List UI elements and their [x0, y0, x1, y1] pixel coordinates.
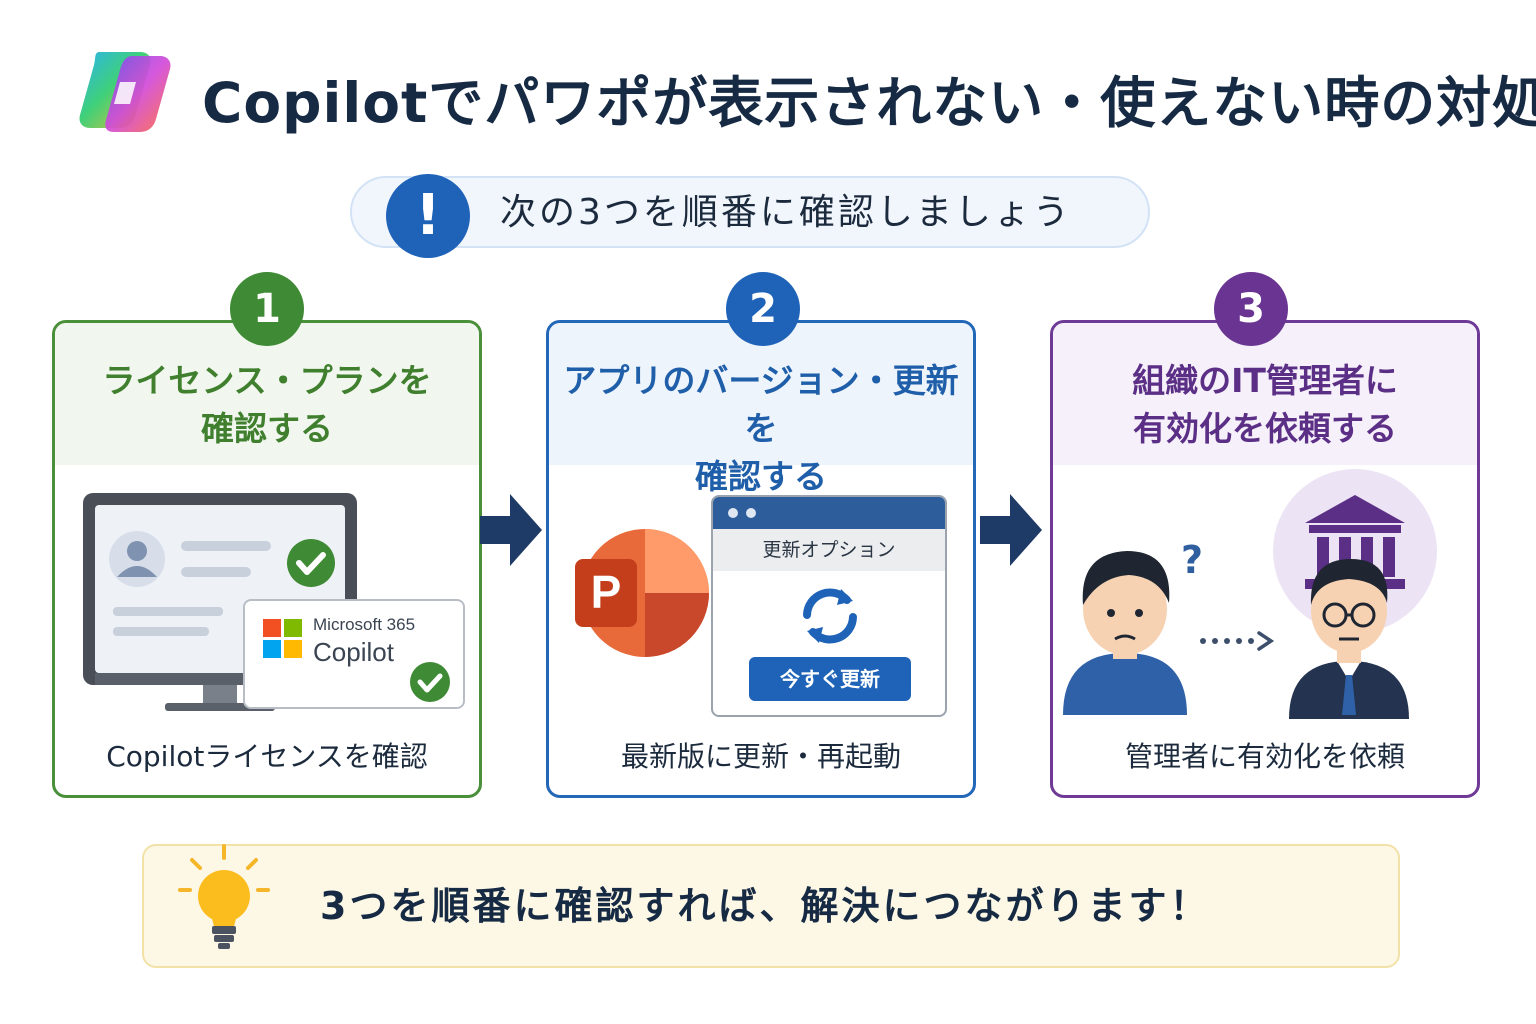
tip-text: 3つを順番に確認すれば、解決につながります！ — [320, 884, 1211, 928]
lightbulb-icon — [178, 844, 270, 949]
badge-brand: Microsoft 365 — [313, 615, 416, 634]
admin-request-scene: ? — [1063, 469, 1437, 719]
card-title-line1: 組織のIT管理者に — [1132, 361, 1398, 400]
update-options-window: 更新オプション 今すぐ更新 — [711, 495, 947, 717]
admin-illustration: ? — [1053, 465, 1477, 725]
step-number-1: 1 — [230, 272, 304, 346]
card-caption: Copilotライセンスを確認 — [106, 740, 428, 773]
card-title-line1: ライセンス・プランを — [102, 361, 432, 400]
window-title: 更新オプション — [713, 529, 945, 571]
microsoft-logo-icon — [263, 619, 302, 658]
card-header: ライセンス・プランを 確認する — [55, 323, 479, 465]
badge-product: Copilot — [313, 637, 394, 667]
step-card-admin: 組織のIT管理者に 有効化を依頼する — [1050, 320, 1480, 798]
license-illustration: Microsoft 365 Copilot — [55, 465, 479, 725]
card-title: 組織のIT管理者に 有効化を依頼する — [1053, 357, 1477, 453]
exclamation-icon: ! — [386, 174, 470, 258]
update-now-button[interactable]: 今すぐ更新 — [749, 657, 911, 701]
dotted-arrow-icon — [1200, 631, 1275, 651]
check-icon — [410, 662, 450, 702]
tip-banner: 3つを順番に確認すれば、解決につながります！ — [142, 844, 1400, 968]
copilot-logo-icon — [79, 52, 171, 132]
step-number-3: 3 — [1214, 272, 1288, 346]
question-mark: ? — [1181, 538, 1203, 582]
svg-text:P: P — [591, 566, 622, 618]
arrow-right-icon — [980, 494, 1042, 566]
page-title: Copilotでパワポが表示されない・使えない時の対処法 — [202, 71, 1536, 135]
notice-text: 次の3つを順番に確認しましょう — [500, 192, 1072, 233]
refresh-icon — [803, 588, 857, 644]
card-title-line2: 確認する — [695, 457, 827, 496]
card-header: アプリのバージョン・更新を 確認する — [549, 323, 973, 496]
notice-banner: ! 次の3つを順番に確認しましょう — [350, 174, 1150, 258]
card-header: 組織のIT管理者に 有効化を依頼する — [1053, 323, 1477, 465]
card-title-line2: 有効化を依頼する — [1133, 409, 1397, 448]
window-dots-icon — [728, 508, 756, 518]
card-title-line2: 確認する — [201, 409, 333, 448]
step-card-license: ライセンス・プランを 確認する — [52, 320, 482, 798]
card-title: ライセンス・プランを 確認する — [55, 357, 479, 453]
card-title-line1: アプリのバージョン・更新を — [563, 361, 959, 448]
confused-user-icon: ? — [1063, 538, 1203, 715]
it-administrator-icon — [1289, 559, 1409, 719]
update-illustration: P 更新オプション 今すぐ更新 — [549, 465, 973, 725]
step-card-update: アプリのバージョン・更新を 確認する P 更新オプション — [546, 320, 976, 798]
card-title: アプリのバージョン・更新を 確認する — [549, 357, 973, 501]
step-number-2: 2 — [726, 272, 800, 346]
card-caption: 管理者に有効化を依頼 — [1124, 740, 1405, 773]
powerpoint-icon: P — [575, 529, 709, 657]
arrow-right-icon — [480, 494, 542, 566]
window-titlebar — [713, 497, 945, 529]
card-caption: 最新版に更新・再起動 — [620, 740, 901, 773]
microsoft-365-badge: Microsoft 365 Copilot — [243, 599, 465, 709]
